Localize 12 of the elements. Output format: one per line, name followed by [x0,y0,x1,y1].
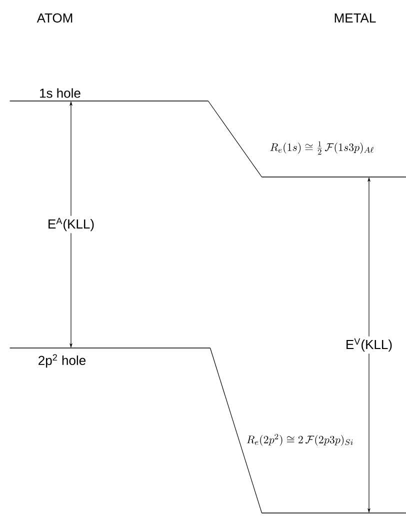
labelled-level-line: 2p$^{2}$ hole [9,348,211,368]
level-line [261,176,406,178]
column-heading: METAL [334,14,376,22]
edge-label: E$^{V}$(KLL) [343,336,394,354]
connecting-line [210,348,262,514]
column-heading: ATOM [36,13,72,23]
level-line [261,512,406,514]
labelled-level-line: 1s hole [9,88,209,102]
formula: $R_e(2p^2)\cong 2\,\mathcal{F}(2p3p)_{Si}$ [246,434,353,446]
connecting-line [208,100,262,178]
edge-label: E$^{A}$(KLL) [45,216,97,234]
formula: $R_e(1s)\cong\frac{1}{2}\,\mathcal{F}(1s3p)_{A\ell}$ [270,141,374,155]
